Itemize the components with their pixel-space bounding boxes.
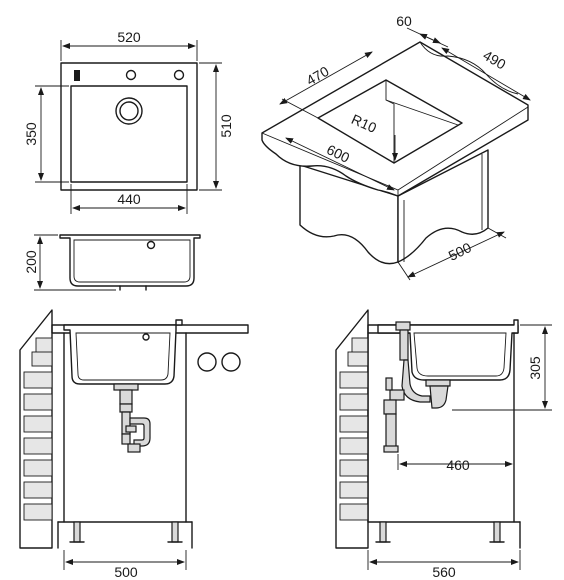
side-install-view: 305 460 560 <box>335 309 552 580</box>
bricks-right <box>339 337 369 521</box>
top-view: 520 510 350 440 <box>23 29 234 214</box>
top-view-bowl <box>70 85 188 183</box>
dim-line-600 <box>285 137 395 191</box>
dim-side-height: 305 <box>527 356 543 380</box>
section-view: 200 <box>23 234 201 291</box>
side-sink-bowl <box>377 319 519 381</box>
overflow-pipe <box>383 321 431 453</box>
section-outline <box>59 234 201 287</box>
drain-outer <box>115 97 143 125</box>
side-leg-left <box>379 521 387 543</box>
tap-hole <box>125 69 137 81</box>
siphon-front <box>113 383 151 453</box>
section-overflow <box>146 240 156 250</box>
dim-iso-cabinet-depth: 500 <box>446 239 474 264</box>
wall-outlet-right <box>221 352 241 372</box>
isometric-view: 60 490 470 R10 600 500 <box>261 13 531 281</box>
drain-inner <box>119 101 139 121</box>
top-view-outline <box>60 62 198 191</box>
dim-line-470 <box>279 51 373 105</box>
tap-hole-mark <box>74 70 80 81</box>
wall-outlet-left <box>197 352 217 372</box>
dim-top-width: 520 <box>117 29 141 45</box>
dim-section-depth: 200 <box>23 250 39 274</box>
side-leg-right <box>493 521 501 543</box>
front-install-view: 500 <box>19 309 249 580</box>
dim-iso-bowl: 470 <box>303 63 331 89</box>
dim-line-490 <box>441 47 531 101</box>
dim-top-height: 510 <box>218 114 234 138</box>
dim-side-cabinet: 560 <box>432 564 456 580</box>
overflow-button <box>173 69 185 81</box>
dim-side-depth: 460 <box>446 457 470 473</box>
dim-iso-flange: 60 <box>396 13 412 29</box>
front-overflow <box>142 333 150 341</box>
dim-iso-side: 490 <box>480 47 508 73</box>
dim-front-cabinet: 500 <box>114 564 138 580</box>
dim-bowl-width: 440 <box>117 191 141 207</box>
front-leg-left <box>73 521 81 543</box>
dim-bowl-depth: 350 <box>23 122 39 146</box>
dim-line-iso-500 <box>407 231 505 278</box>
bricks-left <box>23 337 53 521</box>
front-sink-bowl <box>63 319 183 385</box>
front-leg-right <box>171 521 179 543</box>
